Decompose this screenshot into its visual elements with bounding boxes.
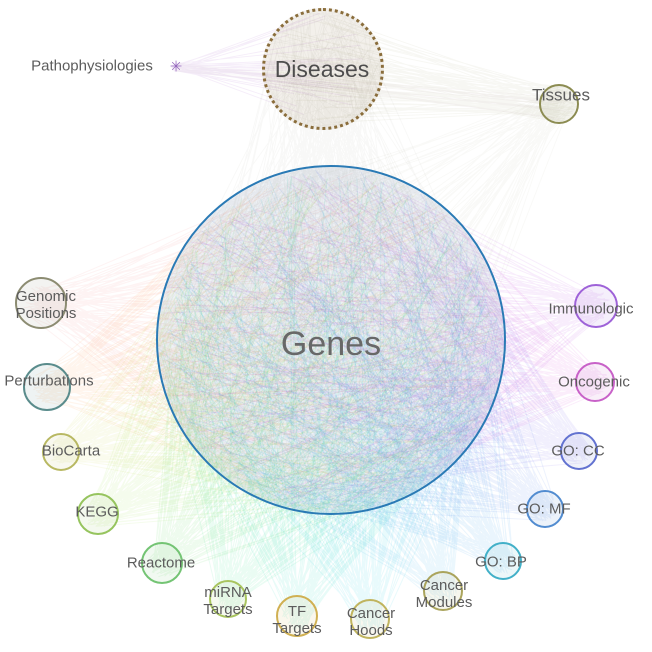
cancer-modules-node[interactable] bbox=[423, 571, 463, 611]
go-cc-node[interactable] bbox=[560, 432, 598, 470]
cancer-hoods-node[interactable] bbox=[350, 599, 390, 639]
perturbations-node[interactable] bbox=[23, 363, 71, 411]
tf-targets-node[interactable] bbox=[276, 595, 318, 637]
edge-bundle bbox=[274, 15, 578, 123]
diseases-node[interactable] bbox=[262, 8, 384, 130]
kegg-node[interactable] bbox=[77, 493, 119, 535]
oncogenic-node[interactable] bbox=[575, 362, 615, 402]
tissues-node[interactable] bbox=[539, 84, 579, 124]
reactome-node[interactable] bbox=[141, 542, 183, 584]
mirna-targets-node[interactable] bbox=[209, 580, 247, 618]
immunologic-node[interactable] bbox=[574, 284, 618, 328]
go-mf-node[interactable] bbox=[526, 490, 564, 528]
go-bp-node[interactable] bbox=[484, 542, 522, 580]
pathophysiologies-star-icon[interactable]: ✳ bbox=[169, 58, 183, 76]
genomic-positions-node[interactable] bbox=[15, 277, 67, 329]
biocarta-node[interactable] bbox=[42, 433, 80, 471]
genes-node[interactable] bbox=[156, 165, 506, 515]
